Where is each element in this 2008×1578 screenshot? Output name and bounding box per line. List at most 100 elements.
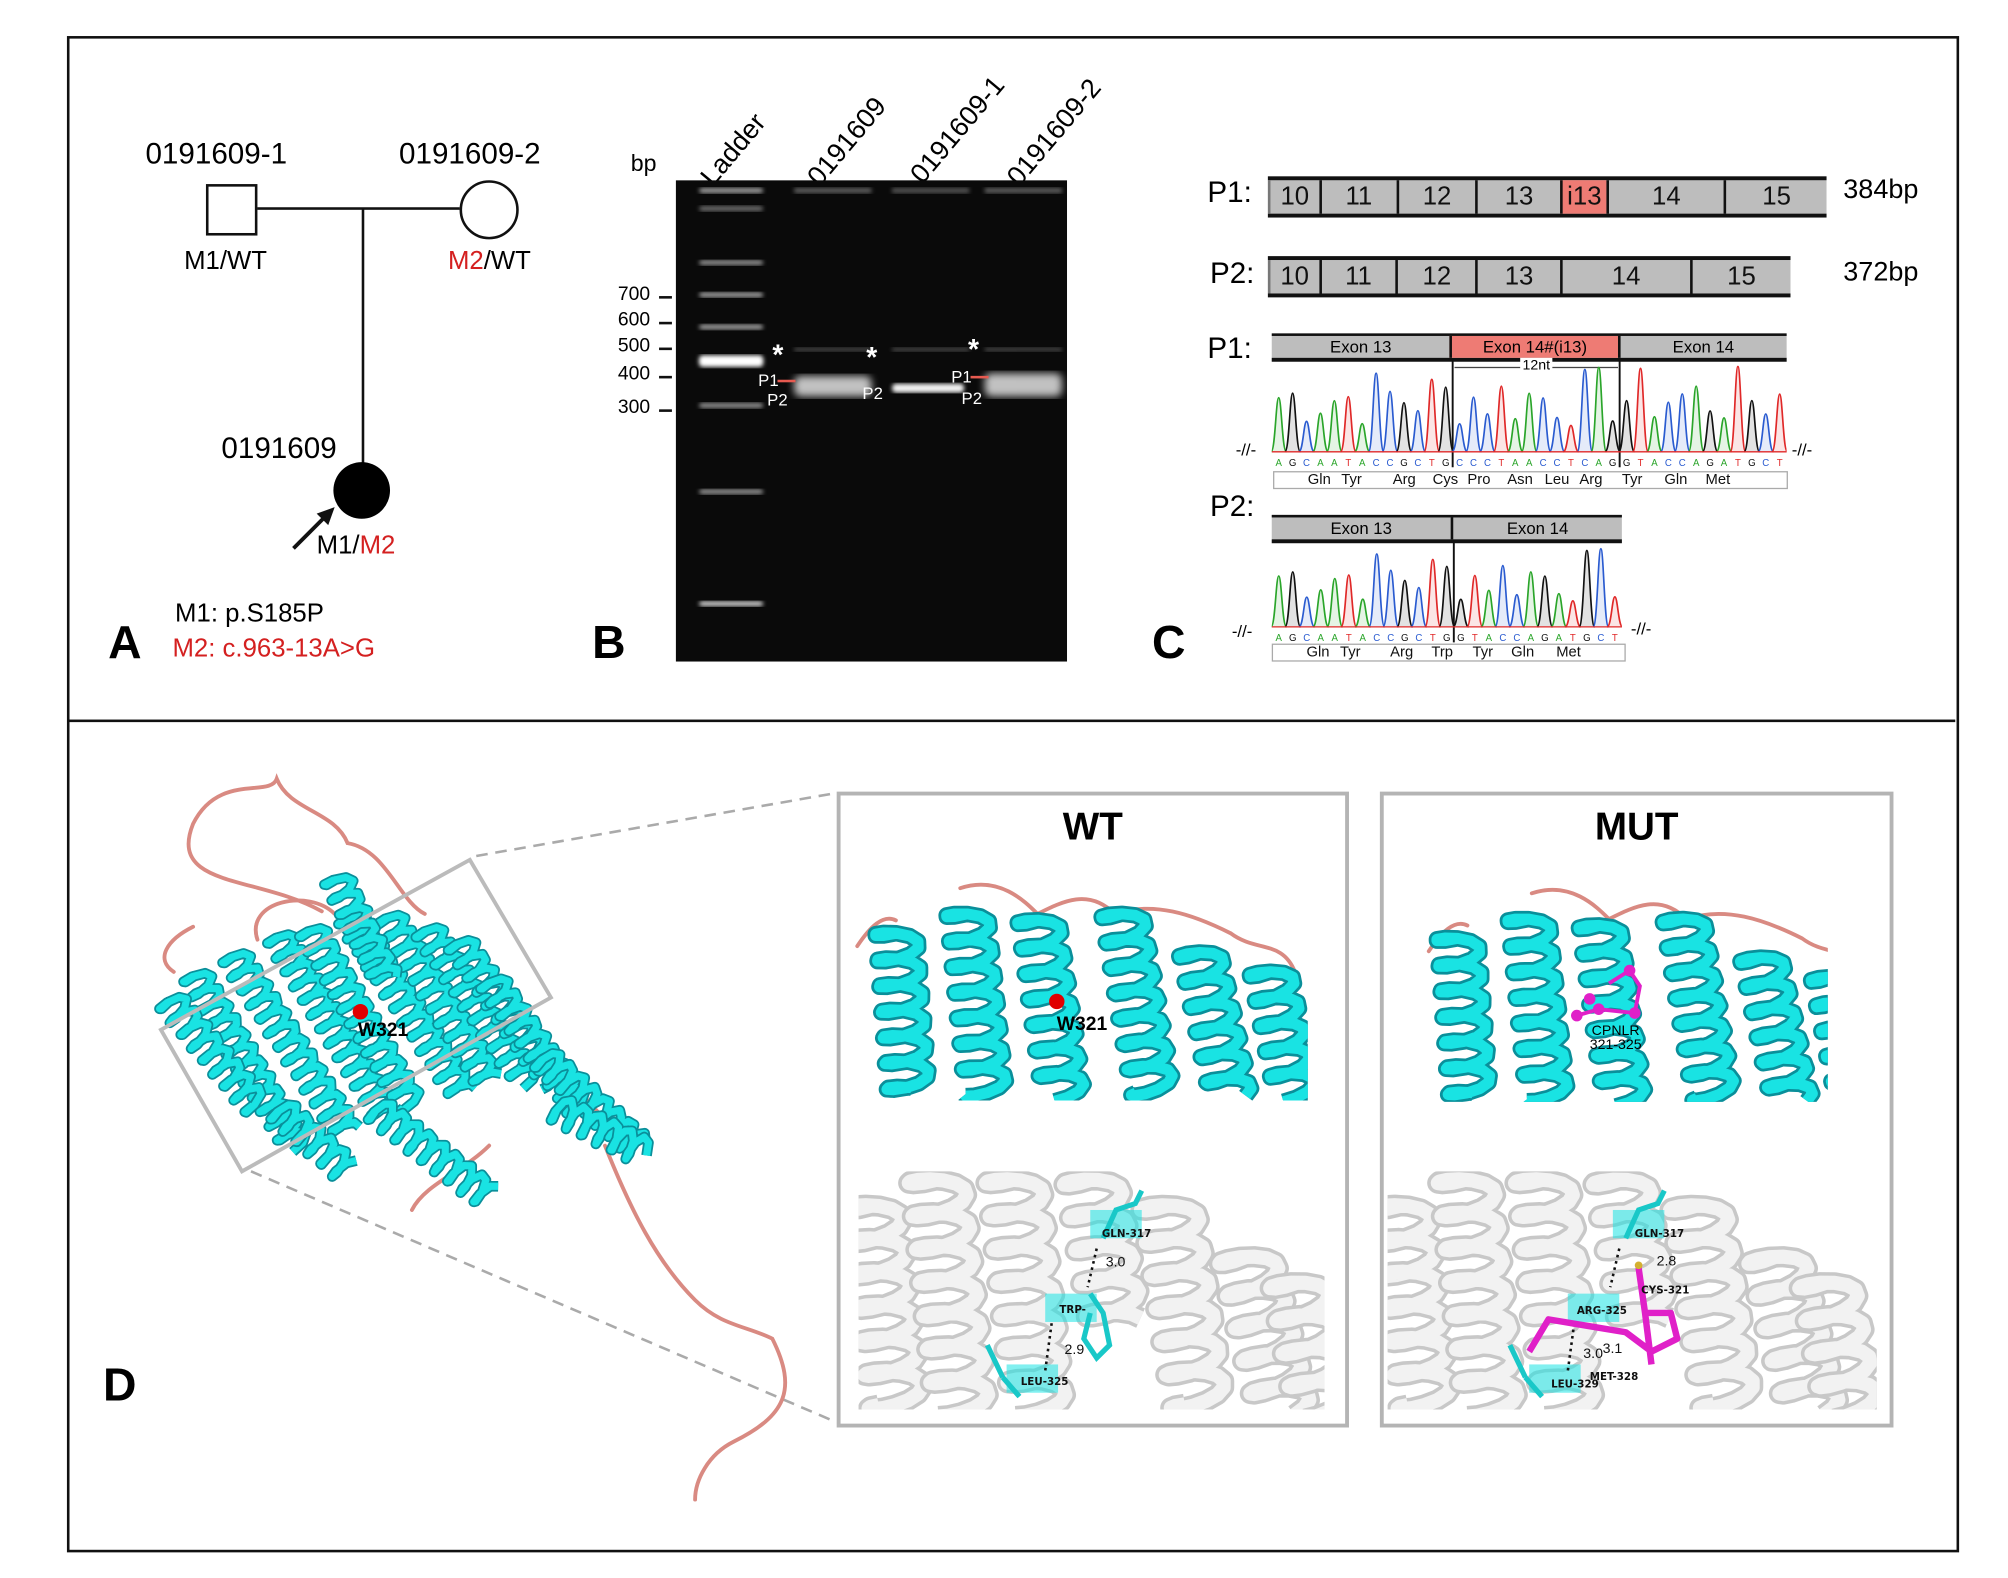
ladder-band	[698, 260, 764, 266]
trace-peak	[1564, 600, 1582, 628]
helix-ribbon	[1133, 1198, 1231, 1410]
base-call: A	[1693, 458, 1700, 469]
ladder-band	[698, 324, 764, 330]
amino-acid: Gln	[1307, 472, 1331, 488]
ladder-band	[698, 402, 764, 409]
trace-peak	[1578, 549, 1596, 628]
gel-background	[675, 180, 1068, 662]
p2-break-right: -//-	[1630, 619, 1652, 639]
p2-band-label: P2	[862, 383, 883, 403]
ladder-band	[698, 355, 764, 367]
p2-break-left: -//-	[1231, 621, 1253, 642]
base-call: C	[1303, 458, 1310, 469]
figure-border	[66, 36, 1960, 1553]
helix-ribbon	[1662, 1198, 1760, 1410]
helix-ribbon	[219, 949, 362, 1137]
helix-ribbon	[1096, 908, 1178, 1101]
mut-detail-view	[1387, 1171, 1877, 1410]
base-call: G	[1442, 458, 1450, 469]
base-call: T	[1472, 633, 1478, 644]
exon-segment: 13	[1475, 180, 1560, 214]
zoom-guide-bottom	[250, 1170, 838, 1424]
amino-acid: Gln	[1306, 644, 1330, 661]
helix-ribbon	[1792, 1275, 1877, 1410]
trace-peak	[1367, 372, 1385, 453]
trace-peak	[1271, 396, 1288, 453]
size-marker-tick	[659, 409, 672, 412]
proband-genotype: M1/M2	[317, 532, 396, 562]
trace-peak	[1382, 569, 1400, 628]
p1-header-exon14: Exon 14	[1617, 335, 1787, 358]
base-call: C	[1303, 633, 1310, 644]
w321-marker	[1049, 993, 1065, 1010]
panel-label-a: A	[108, 615, 142, 669]
trace-peak	[1757, 413, 1775, 453]
base-call: A	[1486, 633, 1493, 644]
mother-mutation: M2	[447, 247, 484, 276]
father-mutation: M1	[184, 247, 220, 276]
p2-band-label: P2	[767, 390, 788, 410]
base-call: A	[1317, 458, 1324, 469]
base-call: G	[1609, 458, 1617, 469]
mut-distance-1: 2.8	[1656, 1253, 1677, 1270]
trace-peak	[1325, 399, 1343, 453]
amino-acid: Tyr	[1472, 644, 1494, 661]
exon-segment: 12	[1395, 260, 1475, 294]
helix-ribbon	[320, 873, 401, 979]
amino-acid: Gln	[1511, 644, 1535, 661]
base-call: G	[1748, 458, 1756, 469]
p1-break-right: -//-	[1791, 440, 1813, 460]
heteroduplex-band	[794, 347, 872, 352]
trace-peak	[1715, 417, 1733, 453]
mother-p1p2-band	[984, 373, 1062, 397]
p1-chromatogram-label: P1:	[1207, 330, 1252, 365]
trace-peak	[1550, 592, 1568, 628]
base-call: A	[1360, 633, 1367, 644]
trace-peak	[1590, 366, 1608, 453]
ladder-band	[698, 601, 764, 607]
mutant-peptide-sticks	[1526, 1267, 1681, 1365]
mut-distance-3: 3.1	[1602, 1341, 1623, 1357]
base-call: A	[1359, 458, 1366, 469]
trace-peak	[1354, 598, 1372, 628]
helix-ribbon	[1244, 966, 1308, 1101]
loop-coil	[186, 773, 427, 916]
overview-residue-label: W321	[357, 1019, 409, 1042]
legend-m1: M1: p.S185P	[175, 599, 324, 629]
base-call: T	[1735, 458, 1741, 469]
base-call: A	[1721, 458, 1728, 469]
base-call: A	[1331, 458, 1338, 469]
p1-header-exon13: Exon 13	[1330, 337, 1392, 357]
residue-highlight	[1567, 1293, 1620, 1322]
amino-acid: Asn	[1507, 472, 1533, 488]
trace-peak	[1353, 422, 1371, 453]
ladder-band	[698, 205, 764, 212]
trace-peak	[1396, 579, 1414, 628]
size-marker-tick	[659, 375, 672, 379]
base-call: G	[1400, 458, 1407, 469]
loop-coil	[162, 898, 337, 974]
ladder-band	[698, 292, 764, 298]
trace-peak	[1508, 593, 1526, 628]
loop-coil	[603, 1143, 788, 1502]
insert-span-marker: 12nt	[1454, 357, 1619, 374]
father-wt: /WT	[219, 247, 268, 276]
helix-ribbon	[1012, 914, 1090, 1101]
exon-segment: 10	[1267, 260, 1319, 294]
cpnlr-atom	[1571, 1009, 1583, 1022]
sulfur-atom	[1634, 1261, 1643, 1270]
hbond-line	[1043, 1323, 1053, 1372]
base-call: G	[1457, 633, 1465, 644]
base-call: C	[1762, 458, 1769, 469]
base-call: C	[1513, 633, 1520, 644]
helix-ribbon	[1741, 1249, 1846, 1410]
gel-image	[675, 180, 1068, 662]
hbond-line	[1086, 1248, 1098, 1288]
ladder-band	[698, 187, 764, 194]
gel-unit: bp	[630, 150, 657, 177]
trace-peak	[1687, 385, 1705, 453]
